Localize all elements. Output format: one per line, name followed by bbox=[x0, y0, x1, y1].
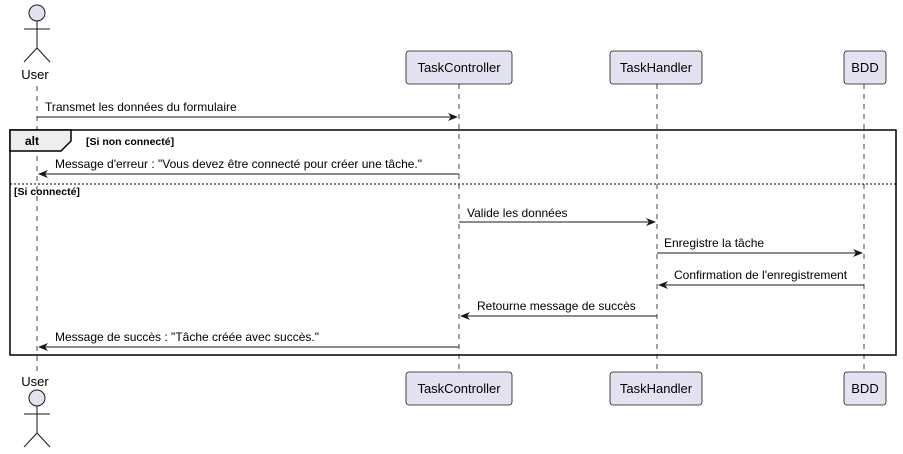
participant-taskhandler-label-bottom: TaskHandler bbox=[620, 381, 693, 396]
alt-guard-1: [Si non connecté] bbox=[86, 136, 174, 148]
participant-taskhandler-top bbox=[609, 50, 703, 85]
participant-bdd-label-top: BDD bbox=[851, 60, 878, 75]
participant-taskcontroller-bottom bbox=[405, 371, 513, 406]
participant-taskhandler-label-top: TaskHandler bbox=[620, 60, 693, 75]
message-1-label: Transmet les données du formulaire bbox=[45, 100, 237, 114]
participant-bdd-top bbox=[843, 50, 887, 85]
participant-taskcontroller-label-top: TaskController bbox=[417, 60, 501, 75]
actor-user-top bbox=[23, 4, 51, 63]
actor-user-label-bottom: User bbox=[21, 374, 49, 389]
alt-fragment-frame bbox=[9, 129, 897, 356]
actor-user-label-top: User bbox=[21, 67, 49, 82]
message-3-label: Valide les données bbox=[467, 206, 568, 220]
participant-taskcontroller-label-bottom: TaskController bbox=[417, 381, 501, 396]
alt-guard-2: [Si connecté] bbox=[14, 186, 80, 198]
message-6-label: Retourne message de succès bbox=[477, 299, 636, 313]
participant-bdd-label-bottom: BDD bbox=[851, 381, 878, 396]
message-5-label: Confirmation de l'enregistrement bbox=[674, 268, 848, 282]
participant-taskcontroller-top bbox=[405, 50, 513, 85]
message-2-label: Message d'erreur : "Vous devez être conn… bbox=[55, 157, 422, 171]
message-7-label: Message de succès : "Tâche créée avec su… bbox=[55, 330, 319, 344]
alt-fragment-tab bbox=[9, 129, 72, 152]
alt-operator-label: alt bbox=[25, 134, 39, 148]
actor-user-bottom bbox=[23, 389, 51, 448]
actor-head-icon bbox=[28, 4, 46, 22]
message-4-label: Enregistre la tâche bbox=[664, 236, 764, 250]
participant-bdd-bottom bbox=[843, 371, 887, 406]
actor-head-icon bbox=[28, 389, 46, 407]
participant-taskhandler-bottom bbox=[609, 371, 703, 406]
